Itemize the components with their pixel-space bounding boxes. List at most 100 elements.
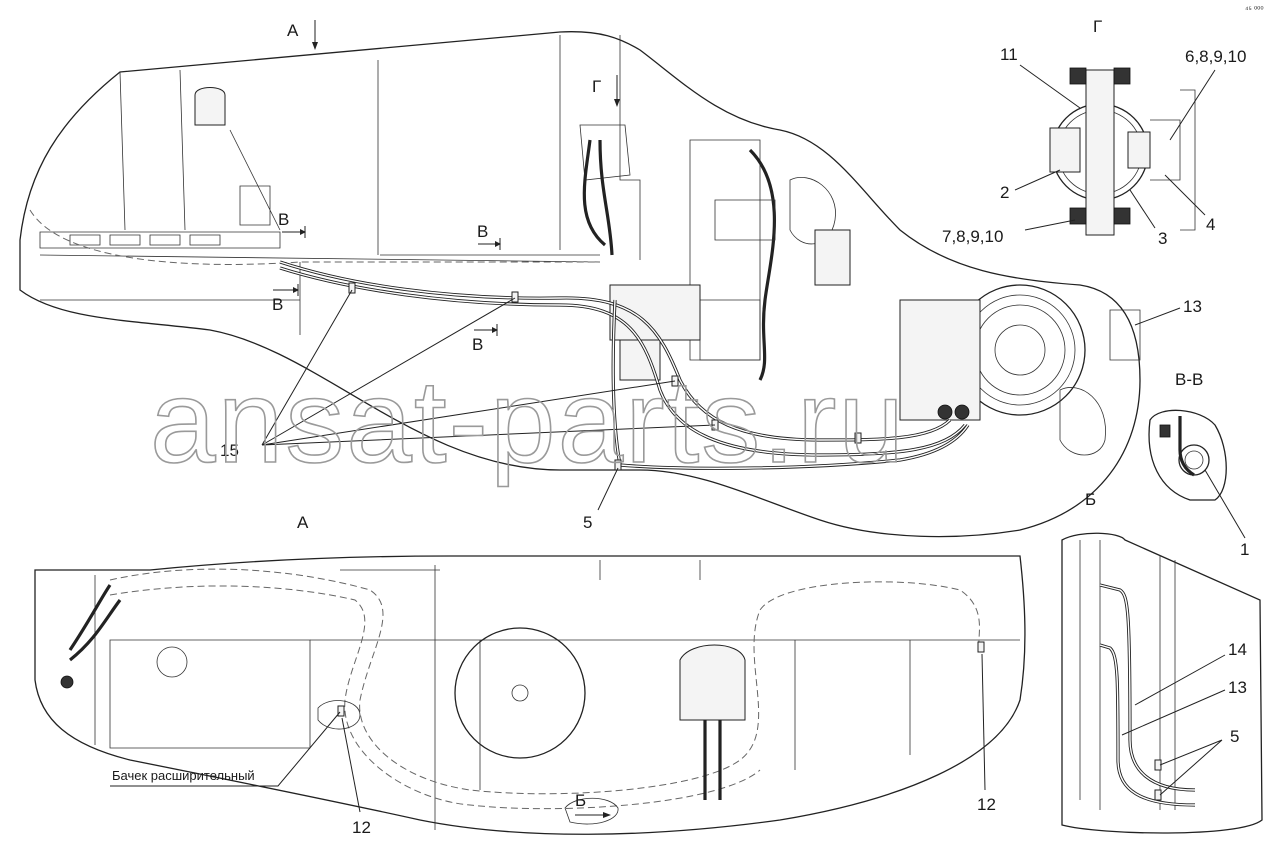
section-mark-b3: В	[272, 284, 299, 314]
detail-b: Б 14 13 5	[1061, 490, 1263, 834]
bolt-top-left	[1069, 67, 1087, 85]
plate-g	[1180, 89, 1196, 231]
hose-bracket	[579, 124, 631, 181]
clamp-5	[614, 459, 622, 471]
bolt-top-right	[1113, 67, 1131, 85]
callout-13-top: 13	[1134, 297, 1202, 326]
section-bolt	[1159, 424, 1171, 438]
corrugated-hose	[714, 199, 776, 241]
main-view: В В В В А Г	[19, 20, 1202, 538]
tank-cutout	[317, 700, 361, 730]
hidden-path-a	[109, 568, 981, 795]
panel-a	[94, 575, 311, 749]
fan-disk-mid	[964, 294, 1076, 406]
section-mark-b4: В	[472, 324, 498, 354]
svg-text:Бачек расширительный: Бачек расширительный	[112, 768, 255, 783]
hose-radiator	[748, 148, 776, 381]
note-expansion-tank: Бачек расширительный	[110, 711, 341, 787]
svg-text:11: 11	[1000, 45, 1018, 64]
svg-text:Б: Б	[575, 791, 586, 810]
hidden-path-a2	[109, 585, 761, 810]
svg-text:13: 13	[1228, 678, 1247, 697]
clamp-2	[511, 291, 519, 303]
svg-text:В: В	[272, 295, 283, 314]
pump-a	[679, 644, 746, 721]
view-arrow-a: А	[287, 20, 318, 50]
valve-body	[619, 339, 661, 381]
callout-5-right: 5	[1159, 727, 1239, 796]
svg-text:В: В	[472, 335, 483, 354]
corner-mark: ⁴⁵ ⁰⁰⁰	[1245, 5, 1264, 14]
clamp-12-right	[977, 641, 985, 653]
section-mark-b2: В	[477, 222, 501, 250]
panel-a-port	[156, 646, 188, 678]
detail-b-clamp-2	[1154, 789, 1162, 801]
svg-text:5: 5	[1230, 727, 1239, 746]
frame-rail	[39, 231, 281, 249]
svg-text:5: 5	[583, 513, 592, 532]
fan-disk-inner	[974, 304, 1066, 396]
main-view-outline	[19, 31, 1141, 538]
wheel-disk	[454, 627, 586, 759]
svg-text:В-В: В-В	[1175, 370, 1203, 389]
detail-b-hose-14	[1099, 583, 1196, 792]
pipe-elbow	[789, 177, 836, 245]
hose-a-left	[68, 584, 112, 651]
callout-5-main: 5	[583, 467, 619, 532]
svg-text:12: 12	[352, 818, 371, 837]
frame-ticks-a	[340, 560, 701, 580]
detail-g: Г 11 6,8,9,10 2 4 3 7,8,9,10	[942, 17, 1246, 248]
bracket-g	[1150, 119, 1181, 181]
hidden-contour	[29, 209, 600, 265]
svg-text:Г: Г	[1093, 17, 1102, 36]
section-hose	[1178, 444, 1210, 476]
pump-port-1	[937, 404, 953, 420]
svg-text:В: В	[477, 222, 488, 241]
bolt-bottom-left	[1069, 207, 1087, 225]
bottom-view-outline	[34, 555, 1026, 835]
detail-b-rails	[1079, 540, 1176, 810]
svg-text:4: 4	[1206, 215, 1215, 234]
hose-vertical-1	[582, 139, 607, 247]
svg-text:7,8,9,10: 7,8,9,10	[942, 227, 1003, 246]
callout-15: 15	[220, 289, 716, 460]
svg-text:2: 2	[1000, 183, 1009, 202]
callout-12-right: 12	[977, 653, 996, 814]
hose-end-right	[1127, 131, 1151, 169]
section-mark-b1: В	[278, 210, 306, 238]
bottom-view-a: А Бачек расширительный 12 12	[34, 513, 1026, 837]
section-v-v: В-В 1	[1148, 370, 1249, 559]
section-clip	[1178, 416, 1195, 477]
filter-housing	[194, 87, 226, 126]
svg-text:А: А	[297, 513, 309, 532]
svg-text:Б: Б	[1085, 490, 1096, 509]
panel-a-knob	[60, 675, 74, 689]
frame-lines-a	[310, 565, 1020, 830]
svg-text:Г: Г	[592, 77, 601, 96]
callout-12-left: 12	[341, 717, 371, 837]
bolt-bottom-right	[1113, 207, 1131, 225]
svg-text:14: 14	[1228, 640, 1247, 659]
side-fitting	[1059, 387, 1106, 456]
engine-box	[814, 229, 851, 286]
section-outline	[1148, 409, 1227, 501]
panel-edge	[377, 60, 600, 256]
svg-text:13: 13	[1183, 297, 1202, 316]
detail-b-hose-13	[1099, 643, 1196, 807]
valve-block	[609, 284, 701, 341]
view-arrow-b: Б	[564, 791, 619, 825]
tank-clip	[1109, 309, 1141, 361]
frame-slots	[69, 234, 221, 246]
clamp-12-left	[337, 705, 345, 717]
view-arrow-g: Г	[592, 75, 620, 107]
cab-structure	[119, 69, 281, 231]
fan-disk-hub	[994, 324, 1046, 376]
pump-block	[899, 299, 981, 421]
hose-end-left	[1049, 127, 1081, 173]
svg-text:В: В	[278, 210, 289, 229]
pump-port-2	[954, 404, 970, 420]
hose-vertical-2	[598, 139, 614, 256]
radiator-box	[699, 299, 761, 361]
callout-13-right: 13	[1121, 678, 1247, 736]
